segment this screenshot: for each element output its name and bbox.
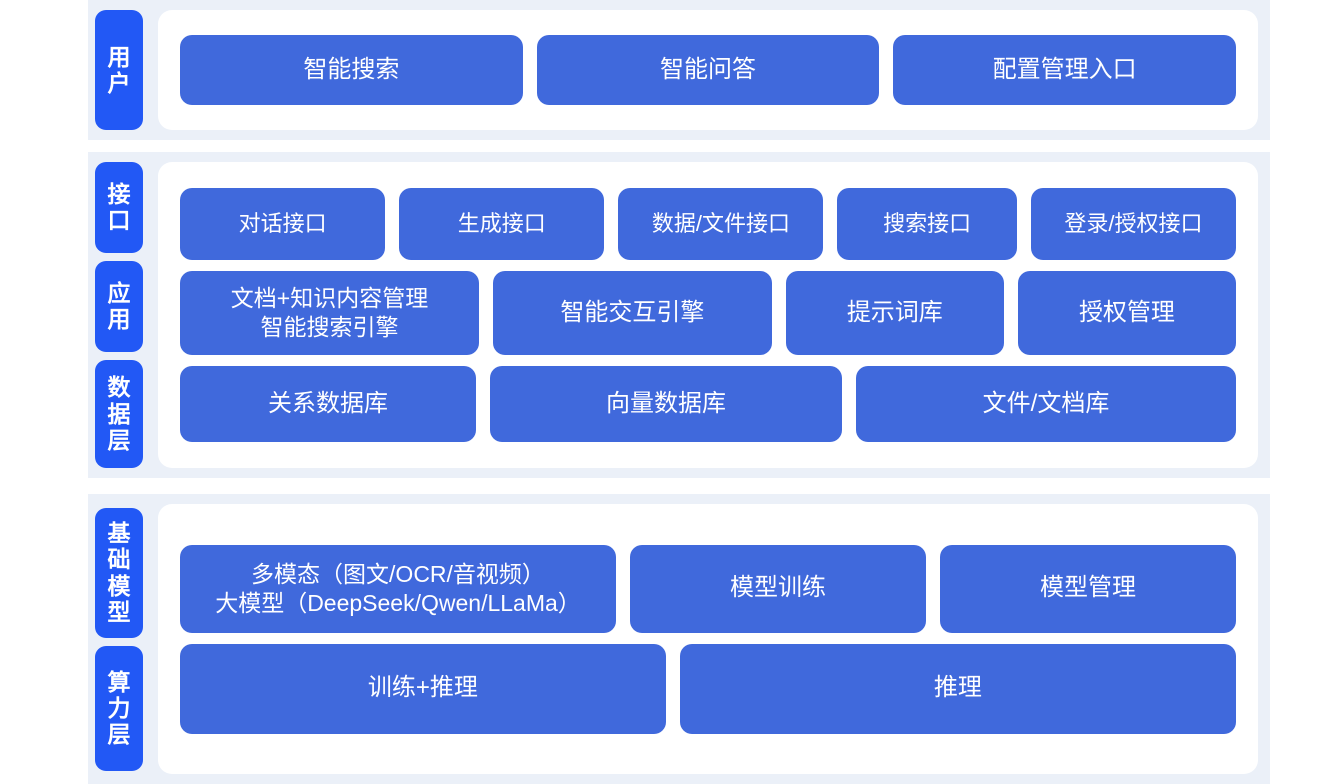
layer-tab-compute[interactable]: 算力层: [95, 645, 143, 771]
card-config-management-entry[interactable]: 配置管理入口: [893, 35, 1237, 105]
row-data-layer: 关系数据库 向量数据库 文件/文档库: [180, 366, 1236, 442]
card-smart-search[interactable]: 智能搜索: [180, 35, 523, 105]
card-training-plus-inference[interactable]: 训练+推理: [180, 643, 666, 734]
card-login-auth-interface[interactable]: 登录/授权接口: [1030, 188, 1236, 260]
card-model-training[interactable]: 模型训练: [630, 544, 926, 633]
layer-tab-data[interactable]: 数据层: [95, 359, 143, 468]
card-multimodal-large-model[interactable]: 多模态（图文/OCR/音视频） 大模型（DeepSeek/Qwen/LLaMa）: [180, 544, 616, 633]
layer-tab-interface[interactable]: 接口: [95, 162, 143, 253]
layer-tab-user[interactable]: 用户: [95, 10, 143, 130]
card-prompt-library[interactable]: 提示词库: [785, 271, 1004, 355]
card-vector-database[interactable]: 向量数据库: [490, 366, 842, 442]
card-dialog-interface[interactable]: 对话接口: [180, 188, 386, 260]
layer-tab-data-label: 数据层: [107, 374, 131, 453]
row-user-entries: 智能搜索 智能问答 配置管理入口: [180, 35, 1237, 105]
card-model-management[interactable]: 模型管理: [940, 544, 1236, 633]
section-user: 用户 智能搜索 智能问答 配置管理入口: [88, 0, 1270, 140]
section-platform-panel: 对话接口 生成接口 数据/文件接口 搜索接口 登录/授权接口 文档+知识内容管理…: [158, 162, 1258, 468]
card-smart-qa[interactable]: 智能问答: [536, 35, 880, 105]
row-compute: 训练+推理 推理: [180, 643, 1236, 734]
section-user-tab-rail: 用户: [88, 0, 150, 140]
layer-tab-compute-label: 算力层: [107, 668, 131, 748]
section-infrastructure: 基础模型 算力层 多模态（图文/OCR/音视频） 大模型（DeepSeek/Qw…: [88, 494, 1270, 784]
section-platform-tab-rail: 接口 应用 数据层: [88, 152, 150, 478]
layer-tab-foundation-model-label: 基础模型: [107, 520, 131, 625]
layer-tab-application[interactable]: 应用: [95, 260, 143, 352]
section-infrastructure-tab-rail: 基础模型 算力层: [88, 494, 150, 784]
card-authorization-management[interactable]: 授权管理: [1017, 271, 1236, 355]
section-infrastructure-panel: 多模态（图文/OCR/音视频） 大模型（DeepSeek/Qwen/LLaMa）…: [158, 504, 1258, 774]
card-search-interface[interactable]: 搜索接口: [837, 188, 1017, 260]
card-relational-database[interactable]: 关系数据库: [180, 366, 476, 442]
section-user-panel: 智能搜索 智能问答 配置管理入口: [158, 10, 1258, 130]
card-inference[interactable]: 推理: [679, 643, 1236, 734]
section-platform: 接口 应用 数据层 对话接口 生成接口 数据/文件接口 搜索接口 登录/授权接口…: [88, 152, 1270, 478]
layer-tab-foundation-model[interactable]: 基础模型: [95, 507, 143, 638]
card-data-file-interface[interactable]: 数据/文件接口: [618, 188, 824, 260]
card-generation-interface[interactable]: 生成接口: [399, 188, 605, 260]
layer-tab-interface-label: 接口: [107, 181, 131, 234]
row-interface: 对话接口 生成接口 数据/文件接口 搜索接口 登录/授权接口: [180, 188, 1236, 260]
card-file-document-store[interactable]: 文件/文档库: [856, 366, 1236, 442]
card-smart-interaction-engine[interactable]: 智能交互引擎: [492, 271, 772, 355]
card-doc-knowledge-search-engine[interactable]: 文档+知识内容管理 智能搜索引擎: [180, 271, 479, 355]
row-model: 多模态（图文/OCR/音视频） 大模型（DeepSeek/Qwen/LLaMa）…: [180, 544, 1236, 633]
layer-tab-user-label: 用户: [107, 43, 131, 96]
row-application: 文档+知识内容管理 智能搜索引擎 智能交互引擎 提示词库 授权管理: [180, 271, 1236, 355]
layer-tab-application-label: 应用: [107, 279, 131, 333]
